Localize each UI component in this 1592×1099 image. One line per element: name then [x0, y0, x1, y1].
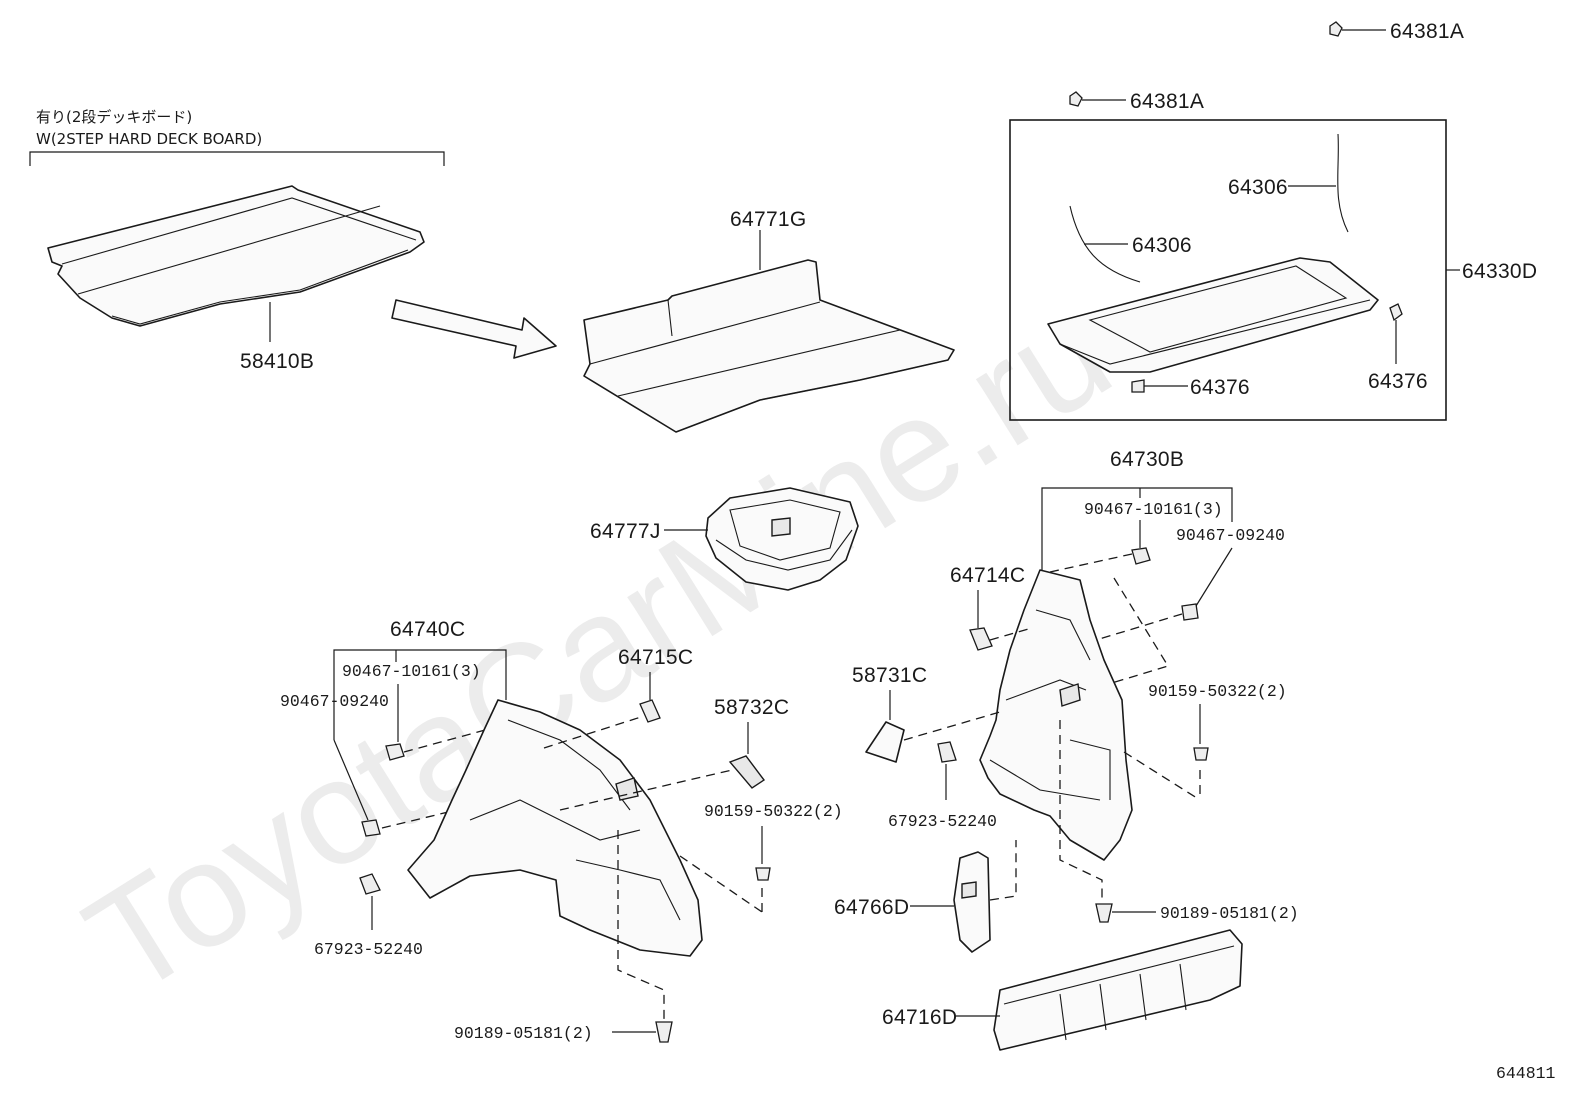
diagram-id: 644811	[1496, 1064, 1556, 1083]
label-90467-09240-left[interactable]: 90467-09240	[280, 692, 389, 711]
label-64376-right[interactable]: 64376	[1368, 370, 1428, 393]
clip-90467-09240-right[interactable]	[1181, 603, 1199, 621]
label-58731C[interactable]: 58731C	[852, 664, 927, 687]
label-64771G[interactable]: 64771G	[730, 208, 807, 231]
clip-64715C[interactable]	[639, 699, 661, 723]
label-64716D[interactable]: 64716D	[882, 1006, 957, 1029]
clip-64376-right[interactable]	[1389, 303, 1403, 322]
clip-67923-52240-right[interactable]	[937, 741, 957, 763]
label-64766D[interactable]: 64766D	[834, 896, 909, 919]
bracket-58732C[interactable]	[728, 755, 766, 789]
label-67923-52240-left[interactable]: 67923-52240	[314, 940, 423, 959]
label-67923-52240-right[interactable]: 67923-52240	[888, 812, 997, 831]
quarter-trim-left-64740C[interactable]	[407, 699, 703, 957]
cord-64306-upper[interactable]	[1337, 133, 1349, 233]
label-90189-05181-left[interactable]: 90189-05181(2)	[454, 1024, 593, 1043]
bolt-90159-50322-left[interactable]	[755, 867, 771, 881]
label-90159-50322-left[interactable]: 90159-50322(2)	[704, 802, 843, 821]
label-64306-upper[interactable]: 64306	[1228, 176, 1288, 199]
variant-note-jp: 有り(2段デッキボード)	[36, 108, 192, 126]
clip-90467-09240-left[interactable]	[361, 819, 381, 837]
label-90467-09240-right[interactable]: 90467-09240	[1176, 526, 1285, 545]
cover-64766D[interactable]	[953, 851, 991, 953]
deck-board-58410B[interactable]	[47, 185, 425, 327]
clip-90189-05181-right[interactable]	[1095, 903, 1113, 923]
label-64740C[interactable]: 64740C	[390, 618, 465, 641]
clip-67923-52240-left[interactable]	[359, 873, 381, 895]
clip-64714C[interactable]	[969, 627, 993, 651]
clip-90467-10161-left[interactable]	[385, 743, 405, 761]
label-64715C[interactable]: 64715C	[618, 646, 693, 669]
scuff-plate-64716D[interactable]	[993, 929, 1243, 1051]
clip-90467-10161-right[interactable]	[1131, 547, 1151, 565]
variant-bracket	[29, 151, 445, 166]
label-90189-05181-right[interactable]: 90189-05181(2)	[1160, 904, 1299, 923]
quarter-trim-right-64730B[interactable]	[979, 569, 1133, 861]
label-64714C[interactable]: 64714C	[950, 564, 1025, 587]
clip-64376-left[interactable]	[1131, 379, 1145, 393]
label-64381A-top[interactable]: 64381A	[1390, 20, 1464, 43]
clip-90189-05181-left[interactable]	[655, 1021, 673, 1043]
cord-64306-lower[interactable]	[1069, 205, 1141, 283]
label-90467-10161-left[interactable]: 90467-10161(3)	[342, 662, 481, 681]
label-64730B[interactable]: 64730B	[1110, 448, 1184, 471]
label-64330D[interactable]: 64330D	[1462, 260, 1537, 283]
clip-64381A-top[interactable]	[1329, 21, 1343, 37]
label-58732C[interactable]: 58732C	[714, 696, 789, 719]
label-64376-left[interactable]: 64376	[1190, 376, 1250, 399]
deck-board-64771G[interactable]	[583, 259, 955, 433]
tonneau-cover-64330D[interactable]	[1047, 257, 1379, 373]
label-64306-lower[interactable]: 64306	[1132, 234, 1192, 257]
replacement-arrow	[391, 299, 557, 359]
label-64777J[interactable]: 64777J	[590, 520, 661, 543]
variant-note-en: W(2STEP HARD DECK BOARD)	[36, 130, 262, 148]
cover-58731C[interactable]	[865, 721, 905, 763]
label-90159-50322-right[interactable]: 90159-50322(2)	[1148, 682, 1287, 701]
clip-64381A[interactable]	[1069, 91, 1083, 107]
label-90467-10161-right[interactable]: 90467-10161(3)	[1084, 500, 1223, 519]
storage-tray-64777J[interactable]	[705, 487, 859, 591]
label-64381A[interactable]: 64381A	[1130, 90, 1204, 113]
bolt-90159-50322-right[interactable]	[1193, 747, 1209, 761]
label-58410B[interactable]: 58410B	[240, 350, 314, 373]
